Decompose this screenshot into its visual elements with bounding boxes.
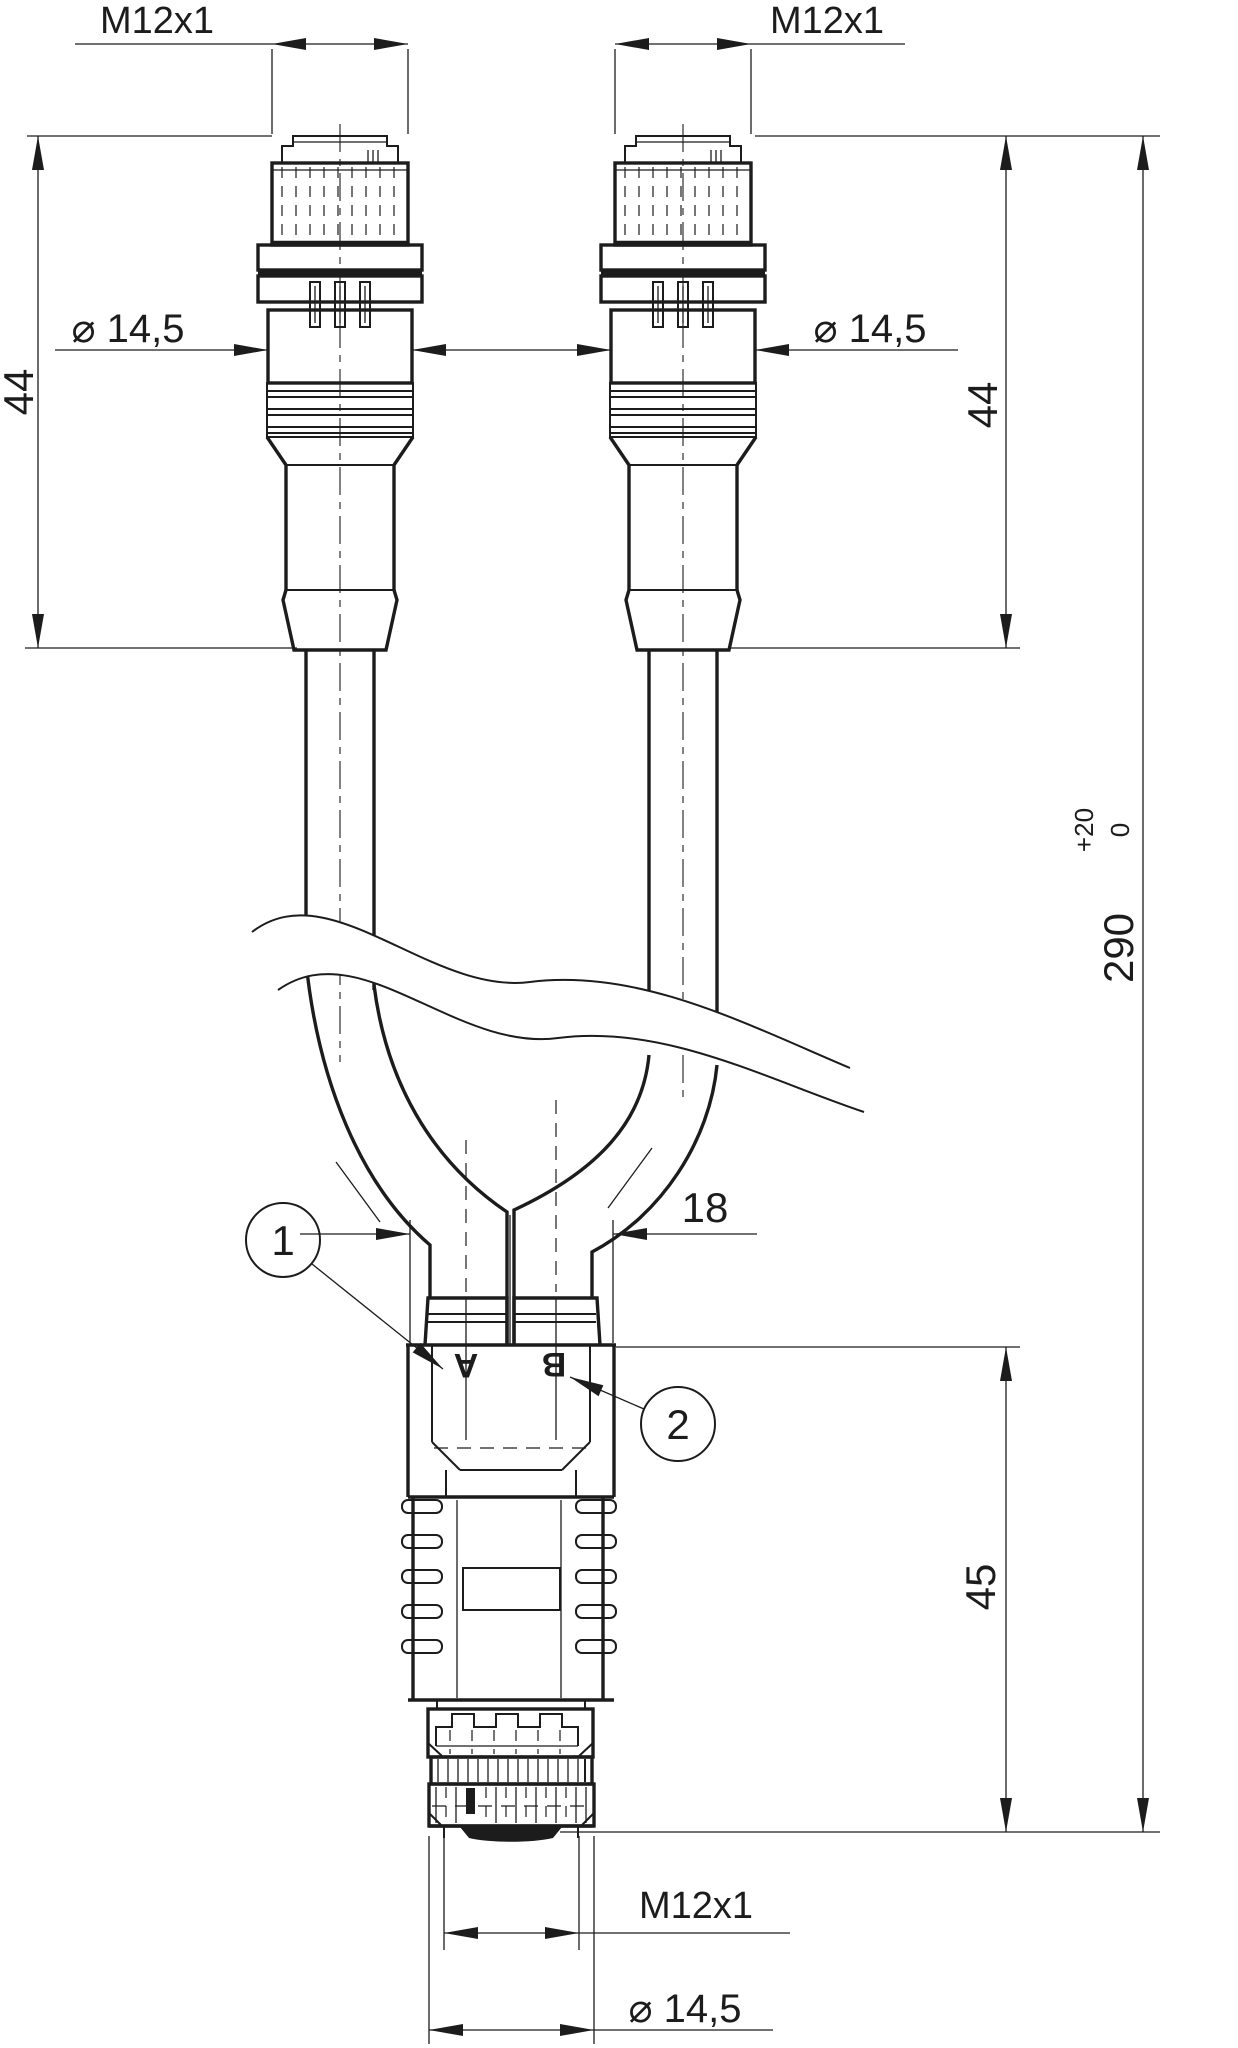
dim-label: 44 <box>959 382 1006 429</box>
svg-text:B: B <box>542 1345 567 1383</box>
port-marking-b: B <box>542 1345 567 1383</box>
dim-label: 290 <box>1095 913 1142 983</box>
ribbed-grip <box>401 1497 617 1702</box>
port-marking-a: A <box>454 1346 479 1384</box>
dim-44-left: 44 <box>0 135 297 649</box>
dim-44-right: 44 <box>729 135 1160 649</box>
dim-45-body-length: 45 <box>560 1346 1160 1833</box>
break-line-upper <box>251 914 851 1069</box>
knurl-band2 <box>428 1787 595 1827</box>
break-line-lower <box>277 973 865 1113</box>
dim-label: ⌀ 14,5 <box>628 1987 741 2031</box>
svg-text:A: A <box>454 1346 479 1384</box>
dim-dia-right: ⌀ 14,5 <box>755 307 958 356</box>
dim-label: 18 <box>682 1184 729 1231</box>
callout-1: 1 <box>245 1202 444 1370</box>
connector-bottom <box>426 1700 596 1842</box>
callout-1-circle <box>245 1202 321 1278</box>
cable-right <box>647 650 719 1056</box>
dim-m12-bottom: M12x1 <box>443 1836 790 1950</box>
dim-label: M12x1 <box>100 0 214 42</box>
dim-dia-left: ⌀ 14,5 <box>55 307 611 356</box>
dim-m12-top-right: M12x1 <box>614 0 905 134</box>
grip-ribs <box>401 1499 617 1654</box>
dim-label: M12x1 <box>770 0 884 42</box>
callout-2-number: 2 <box>666 1401 689 1448</box>
dim-m12-top-left: M12x1 <box>75 0 409 134</box>
dim-dia-bottom: ⌀ 14,5 <box>428 1836 773 2044</box>
dim-18-body-width: 18 <box>300 1184 757 1343</box>
callout-2: 2 <box>569 1376 716 1462</box>
type-label-field <box>462 1567 561 1611</box>
socket-face <box>460 1827 562 1842</box>
coupling-nut-band2 <box>427 1782 596 1828</box>
dim-label: 45 <box>957 1564 1004 1611</box>
break-mask <box>252 915 864 1112</box>
callout-2-circle <box>640 1386 716 1462</box>
cable-y-split <box>304 961 719 1345</box>
dim-tolerance-lower: 0 <box>1105 823 1135 837</box>
knurl-band1 <box>437 1759 586 1782</box>
dim-label: ⌀ 14,5 <box>813 307 926 351</box>
dim-290-overall: 290 +20 0 <box>1069 136 1149 1832</box>
dim-tolerance-upper: +20 <box>1069 808 1099 852</box>
y-junction-body: A B <box>406 1100 616 1499</box>
dim-label: ⌀ 14,5 <box>71 307 184 351</box>
dim-label: M12x1 <box>639 1885 753 1927</box>
callout-1-number: 1 <box>271 1217 294 1264</box>
dim-label: 44 <box>0 369 42 416</box>
